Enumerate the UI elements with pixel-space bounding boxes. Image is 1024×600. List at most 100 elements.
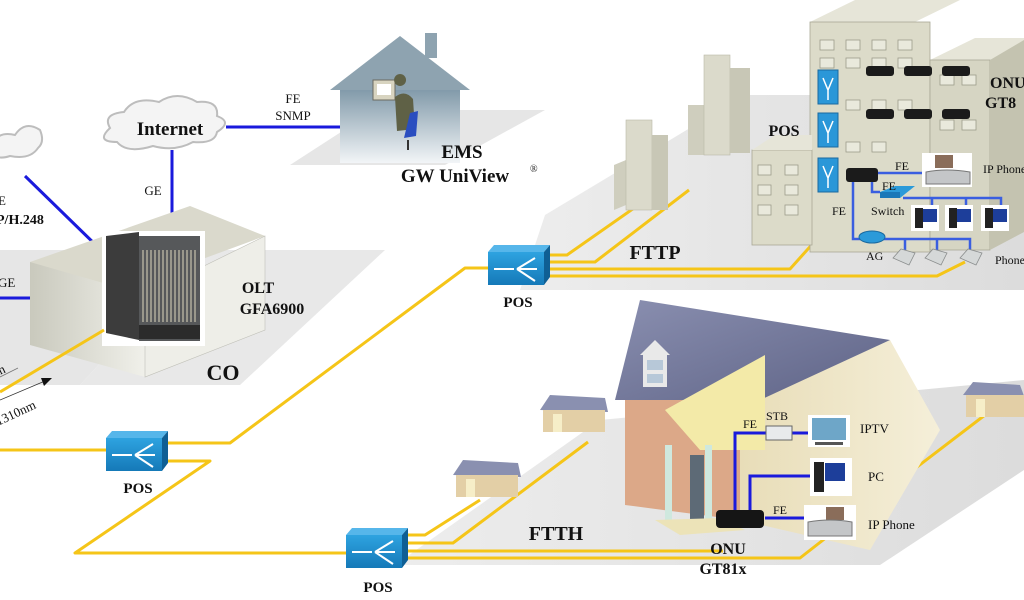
fttp-phone-label: Phone [995,253,1024,267]
iptv-label: IPTV [860,421,890,436]
onu-icon [866,109,894,119]
computer-screen [377,84,391,95]
pos-splitter-ftth[interactable] [346,528,408,568]
splitter-arrows-icon [352,540,395,565]
ftth-label: FTTH [529,523,584,545]
small-house [540,395,608,432]
ftth-lan-links [733,431,812,520]
pos-label-ftth: POS [363,580,392,596]
ems-product-name: GW UniView [401,166,509,187]
left-ge-label: GE [0,275,15,290]
tower-small [614,119,668,211]
onu-icon [942,66,970,76]
pos-label-fttp: POS [503,295,532,311]
wavelength-1310-label: 1310nm [0,397,38,429]
dormer-window [640,340,670,387]
pos-splitter-fttp[interactable] [488,245,550,285]
fiber-fttp-1 [550,204,638,257]
porch-column [705,445,712,525]
pos-splitter-left[interactable] [106,431,168,471]
ems-house-roof [330,36,470,90]
fiber-ftth-2 [408,440,589,545]
pos-side [162,431,168,471]
pc-icon [945,205,973,231]
ag-router-icon [858,230,886,244]
pc-icon [911,205,939,231]
pc-icons [911,205,1009,231]
wavelength-arrow-line [0,380,46,401]
small-house [453,460,521,497]
olt-chassis [102,231,205,346]
olt-side [106,232,139,340]
house-door [690,455,704,520]
bldg-main-top [810,0,960,22]
onu-icon [942,109,970,119]
house-gable [665,355,765,450]
left-cloud-label-2: P/H.248 [0,213,44,228]
stb-label: STB [766,409,788,423]
ag-label: AG [866,249,884,263]
floor-splitter [817,157,839,193]
phone-icon [924,248,948,266]
pc-label: PC [868,469,884,484]
house-roof [615,300,890,400]
pos-top [488,245,550,252]
olt-front [139,236,200,341]
link-cloud-to-olt [23,174,106,255]
stb-icon [765,425,793,441]
olt-title: OLT [242,280,275,297]
pc-icon [981,205,1009,231]
onu-icon [904,109,932,119]
pos-side [544,245,550,285]
olt-model: GFA6900 [240,301,305,318]
phone-icons [892,248,983,266]
chair-icon [404,111,418,138]
switch-icon [880,186,915,198]
fiber-fttp-2 [550,188,690,264]
phone-icon [959,248,983,266]
fttp-onu-label: ONU [990,75,1024,92]
ems-chimney [425,33,437,58]
co-label: CO [207,360,240,385]
pos-side [402,528,408,568]
ems-house [330,33,470,163]
ems-title: EMS [441,142,482,163]
small-house [963,382,1024,417]
olt-fan-tray [139,325,200,339]
pos-top [106,431,168,438]
small-houses [453,382,1024,497]
wavelength-top-label: n [0,361,8,378]
pos-label-left: POS [123,481,152,497]
antenna-icon [822,77,834,100]
fttp-lan-links [851,171,1003,250]
wavelength-annotation [0,367,52,401]
antenna-icon [822,165,834,188]
pc-icon [810,458,852,496]
ftth-fe-bottom-label: FE [773,503,787,517]
fttp-onus [846,66,970,182]
arrow-icon [41,378,52,386]
ip-phone-icon [922,153,972,187]
fttp-fe-label-1: FE [895,159,909,173]
pos-top [346,528,408,535]
fttp-ip-phone-label: IP Phone [983,162,1024,176]
floor-splitter [817,69,839,105]
internet-cloud [102,95,226,151]
onu-icon [904,66,932,76]
wavelength-line-top [0,367,19,378]
cloud-icon [0,125,44,159]
fe-label: FE [285,91,300,106]
tower-tall [688,54,750,156]
ge-label: GE [144,183,161,198]
left-cloud-label-1: E [0,193,6,208]
fiber-ftth-1 [408,498,481,537]
fttp-fe-label-3: FE [832,204,846,218]
ftth-fe-top-label: FE [743,417,757,431]
splitter-arrows-icon [112,443,155,468]
onu-icon [846,168,878,182]
fttp-pos-label: POS [768,123,799,140]
onu-icon [716,510,764,528]
olt-line-cards [142,250,196,322]
registered-mark: ® [530,164,538,175]
ftth-onu-label: ONU [710,541,746,558]
